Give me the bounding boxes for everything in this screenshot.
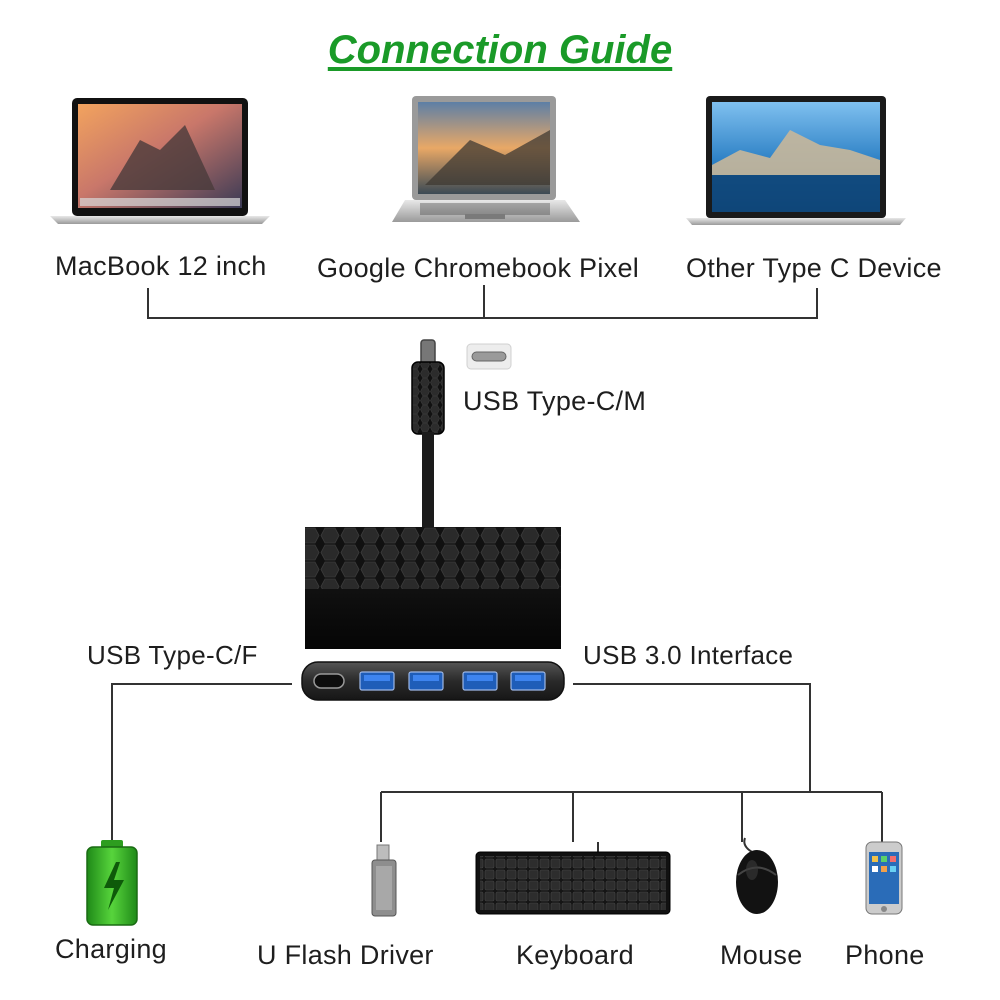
mouse-icon: [736, 837, 778, 914]
label-flash-driver: U Flash Driver: [257, 940, 434, 970]
label-charging: Charging: [55, 934, 167, 964]
label-usb3-interface: USB 3.0 Interface: [583, 640, 794, 670]
label-phone: Phone: [845, 940, 925, 970]
label-typec-male: USB Type-C/M: [463, 386, 647, 416]
battery-icon: [86, 840, 138, 926]
phone-icon: [865, 841, 903, 915]
label-mouse: Mouse: [720, 940, 803, 970]
usb-hub-image: [301, 527, 565, 701]
label-other-device: Other Type C Device: [686, 253, 942, 283]
label-chromebook: Google Chromebook Pixel: [317, 253, 640, 283]
chromebook-laptop-image: [392, 96, 580, 222]
label-keyboard: Keyboard: [516, 940, 634, 970]
label-macbook: MacBook 12 inch: [55, 251, 267, 281]
macbook-laptop-image: [50, 98, 270, 224]
keyboard-icon: [475, 842, 671, 915]
usb-flash-drive-icon: [371, 844, 397, 917]
hub-output-lines: [111, 683, 883, 842]
host-connector-lines: [147, 285, 818, 319]
usb-typec-cable-image: [411, 339, 445, 528]
typec-female-port: [313, 673, 345, 689]
other-typec-laptop-image: [686, 96, 906, 225]
typec-port-icon: [466, 343, 512, 370]
usb3-port-group: [359, 671, 546, 691]
label-typec-female: USB Type-C/F: [87, 640, 258, 670]
diagram-title: Connection Guide: [327, 28, 673, 72]
